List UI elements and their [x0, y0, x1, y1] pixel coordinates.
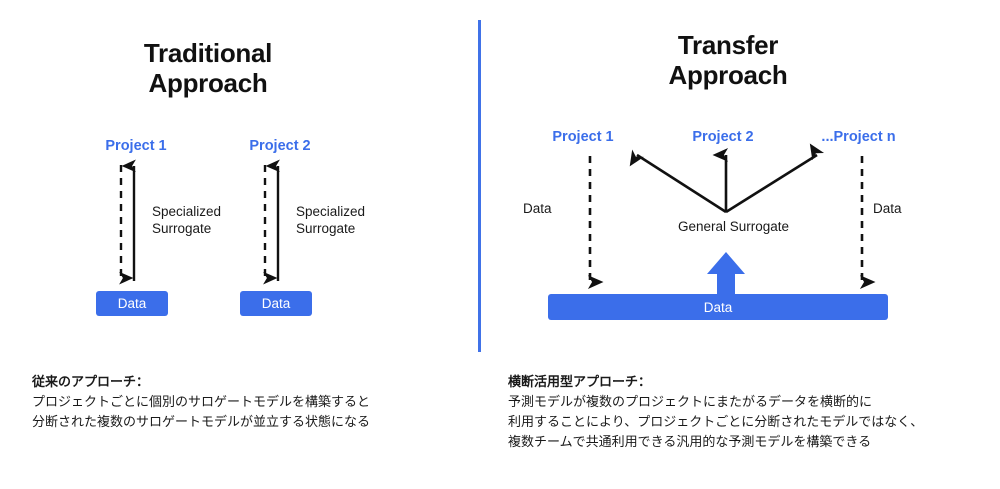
traditional-approach-panel: Traditional Approach Project 1 Project 2…: [0, 0, 478, 360]
left-project-2-label: Project 2: [249, 138, 311, 154]
right-project-n-label: ...Project n: [821, 129, 896, 145]
right-caption-body: 予測モデルが複数のプロジェクトにまたがるデータを横断的に 利用することにより、プ…: [508, 394, 924, 449]
right-caption: 横断活用型アプローチ： 予測モデルが複数のプロジェクトにまたがるデータを横断的に…: [508, 372, 988, 452]
right-project-2-label: Project 2: [692, 129, 754, 145]
transfer-approach-panel: Transfer Approach Project 1 Project 2 ..…: [481, 0, 1000, 360]
left-data-box-2: Data: [240, 291, 312, 316]
left-data-box-1: Data: [96, 291, 168, 316]
panel-divider: [478, 20, 481, 352]
left-caption-title: 従来のアプローチ：: [32, 374, 150, 389]
left-project-1-label: Project 1: [105, 138, 167, 154]
right-data-side-label-right: Data: [873, 201, 902, 216]
right-data-side-label-left: Data: [523, 201, 552, 216]
left-caption: 従来のアプローチ： プロジェクトごとに個別のサロゲートモデルを構築すると 分断さ…: [32, 372, 472, 432]
transfer-approach-title: Transfer Approach: [668, 30, 788, 90]
left-caption-body: プロジェクトごとに個別のサロゲートモデルを構築すると 分断された複数のサロゲート…: [32, 394, 371, 429]
traditional-approach-title: Traditional Approach: [143, 38, 273, 98]
right-data-bar: Data: [548, 294, 888, 320]
right-project-1-label: Project 1: [552, 129, 614, 145]
general-surrogate-label: General Surrogate: [677, 219, 790, 234]
left-specialized-surrogate-label-2: Specialized Surrogate: [296, 204, 366, 236]
right-caption-title: 横断活用型アプローチ：: [508, 374, 652, 389]
left-specialized-surrogate-label-1: Specialized Surrogate: [152, 204, 222, 236]
